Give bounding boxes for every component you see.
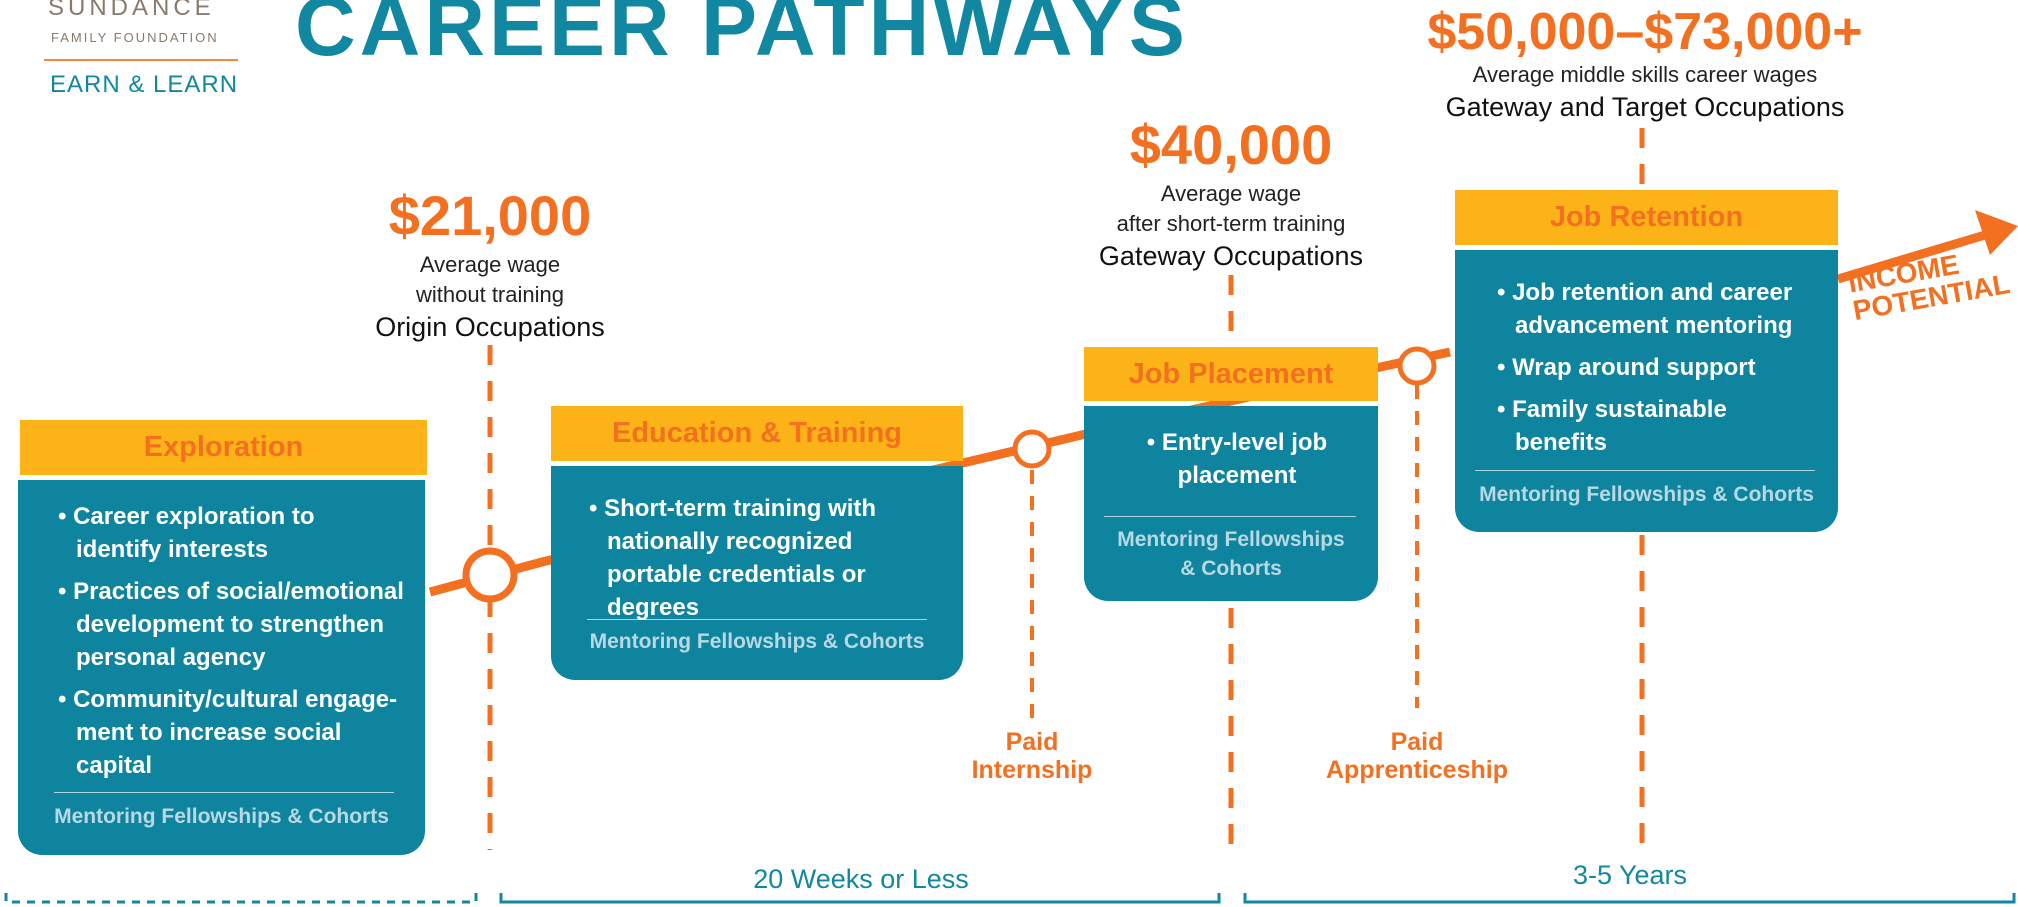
placement-mentoring: Mentoring Fellowships & Cohorts	[1117, 528, 1345, 580]
placement-header: Job Placement	[1084, 347, 1378, 401]
placement-card: Entry-level job placement Mentoring Fell…	[1084, 406, 1378, 601]
target-occupation: Gateway and Target Occupations	[1445, 92, 1845, 122]
gateway-milestone: $40,000 Average wage after short-term tr…	[1081, 117, 1381, 273]
origin-wage-amount: $21,000	[388, 184, 592, 247]
origin-milestone: $21,000 Average wage without training Or…	[360, 188, 620, 344]
internship-label-line-2: Internship	[971, 756, 1093, 784]
origin-circle	[462, 547, 518, 603]
exploration-timeline-bracket	[4, 893, 478, 904]
brand-tagline: EARN & LEARN	[50, 71, 239, 98]
long-timeline-label: 3-5 Years	[1572, 860, 1688, 890]
page-title: CAREER PATHWAYS	[295, 0, 1189, 73]
long-timeline-bracket	[1243, 893, 2016, 904]
internship-label-line-1: Paid	[1005, 728, 1059, 756]
origin-wage-desc-2: without training	[416, 282, 564, 307]
retention-bullet-2: Wrap around support	[1485, 351, 1825, 384]
retention-bullet-1: Job retention and career advancement men…	[1485, 276, 1825, 342]
education-card: Short-term training with nationally reco…	[551, 466, 963, 680]
gateway-wage-amount: $40,000	[1129, 113, 1333, 176]
placement-bullet-1: Entry-level job placement	[1132, 426, 1342, 492]
exploration-card: Career exploration to identify interests…	[18, 480, 425, 855]
retention-bullet-3: Family sustainable benefits	[1485, 393, 1825, 459]
target-wage-desc: Average middle skills career wages	[1472, 62, 1818, 87]
apprenticeship-label-line-2: Apprenticeship	[1326, 756, 1508, 784]
short-timeline-bracket	[499, 893, 1221, 904]
placement-bullets: Entry-level job placement	[1132, 426, 1342, 501]
exploration-bullet-1: Career exploration to identify interests	[46, 500, 406, 566]
exploration-bullet-2: Practices of social/emotional developmen…	[46, 575, 406, 674]
apprenticeship-label: Paid Apprenticeship	[1317, 728, 1517, 784]
brand-name: SUNDANCE	[48, 0, 215, 21]
placement-divider	[1104, 516, 1356, 517]
exploration-mentoring: Mentoring Fellowships & Cohorts	[54, 805, 389, 828]
brand-divider	[44, 59, 238, 61]
income-arrowhead	[1975, 210, 2018, 255]
apprenticeship-label-line-1: Paid	[1390, 728, 1444, 756]
retention-bullets: Job retention and career advancement men…	[1485, 276, 1825, 468]
exploration-bullets: Career exploration to identify interests…	[46, 500, 406, 791]
education-bullet-1: Short-term training with nationally reco…	[577, 492, 947, 624]
retention-mentoring: Mentoring Fellowships & Cohorts	[1479, 483, 1814, 506]
target-wage-amount: $50,000–$73,000+	[1427, 3, 1863, 61]
origin-wage-desc-1: Average wage	[419, 252, 561, 277]
short-timeline-label: 20 Weeks or Less	[753, 864, 969, 894]
apprenticeship-circle	[1397, 346, 1437, 386]
origin-occupation: Origin Occupations	[375, 312, 605, 342]
gateway-wage-desc-2: after short-term training	[1116, 211, 1346, 236]
brand-subtitle: FAMILY FOUNDATION	[51, 30, 219, 45]
exploration-header: Exploration	[20, 420, 427, 475]
education-mentoring: Mentoring Fellowships & Cohorts	[589, 630, 925, 653]
target-milestone: $50,000–$73,000+ Average middle skills c…	[1400, 6, 1890, 124]
retention-card: Job retention and career advancement men…	[1455, 250, 1838, 532]
education-bullets: Short-term training with nationally reco…	[577, 492, 947, 633]
internship-label: Paid Internship	[952, 728, 1112, 784]
retention-header: Job Retention	[1455, 190, 1838, 245]
income-arrow-line	[1836, 230, 1987, 284]
exploration-divider	[54, 792, 394, 793]
education-header: Education & Training	[551, 406, 963, 461]
education-divider	[587, 619, 927, 620]
gateway-occupation: Gateway Occupations	[1098, 241, 1364, 271]
retention-divider	[1475, 470, 1815, 471]
internship-circle	[1012, 429, 1052, 469]
exploration-bullet-3: Community/cultural engage-ment to increa…	[46, 683, 406, 782]
gateway-wage-desc-1: Average wage	[1160, 181, 1302, 206]
